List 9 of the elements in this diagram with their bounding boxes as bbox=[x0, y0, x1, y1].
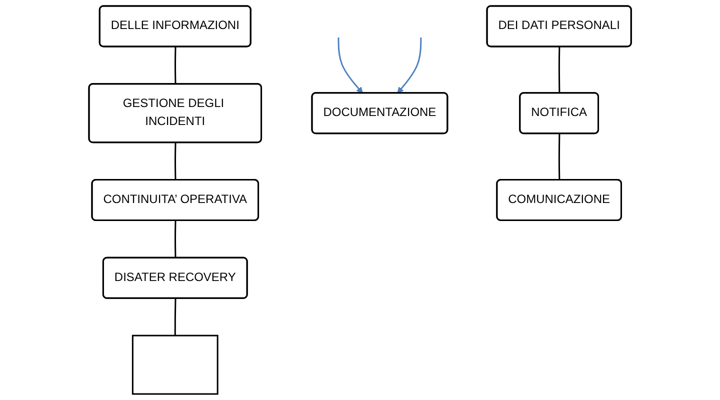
connector bbox=[174, 46, 176, 84]
connector bbox=[174, 142, 176, 180]
connector bbox=[174, 220, 176, 258]
node-box bbox=[132, 334, 218, 395]
connector bbox=[558, 134, 560, 180]
connector bbox=[558, 46, 560, 94]
arrow bbox=[397, 37, 422, 94]
connector bbox=[174, 298, 176, 336]
arrow bbox=[338, 37, 363, 94]
